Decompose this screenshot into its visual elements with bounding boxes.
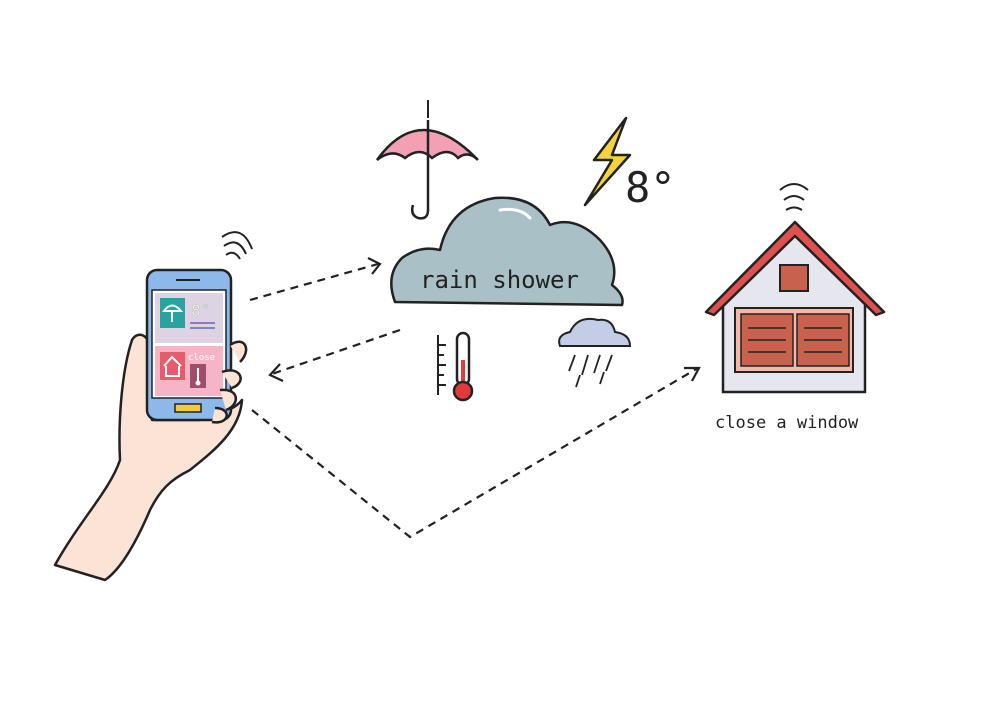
rain-icon <box>558 317 632 388</box>
connection-arrows <box>249 262 699 539</box>
phone-to-cloud-arrow <box>249 262 379 302</box>
cloud-to-phone-arrow <box>271 328 401 376</box>
temperature-reading: 8° <box>625 163 676 212</box>
phone-temperature: 8° <box>191 301 210 320</box>
phone-close-label: close <box>188 353 215 363</box>
thermometer-icon <box>437 331 474 402</box>
house-caption: close a window <box>715 413 859 433</box>
phone-to-house-arrow <box>251 367 699 539</box>
umbrella-icon <box>375 100 479 220</box>
cloud-label: rain shower <box>420 266 579 294</box>
lightning-icon <box>583 116 632 207</box>
smart-house[interactable] <box>704 183 886 394</box>
smartphone[interactable] <box>145 231 253 424</box>
rain-cloud <box>390 196 624 307</box>
